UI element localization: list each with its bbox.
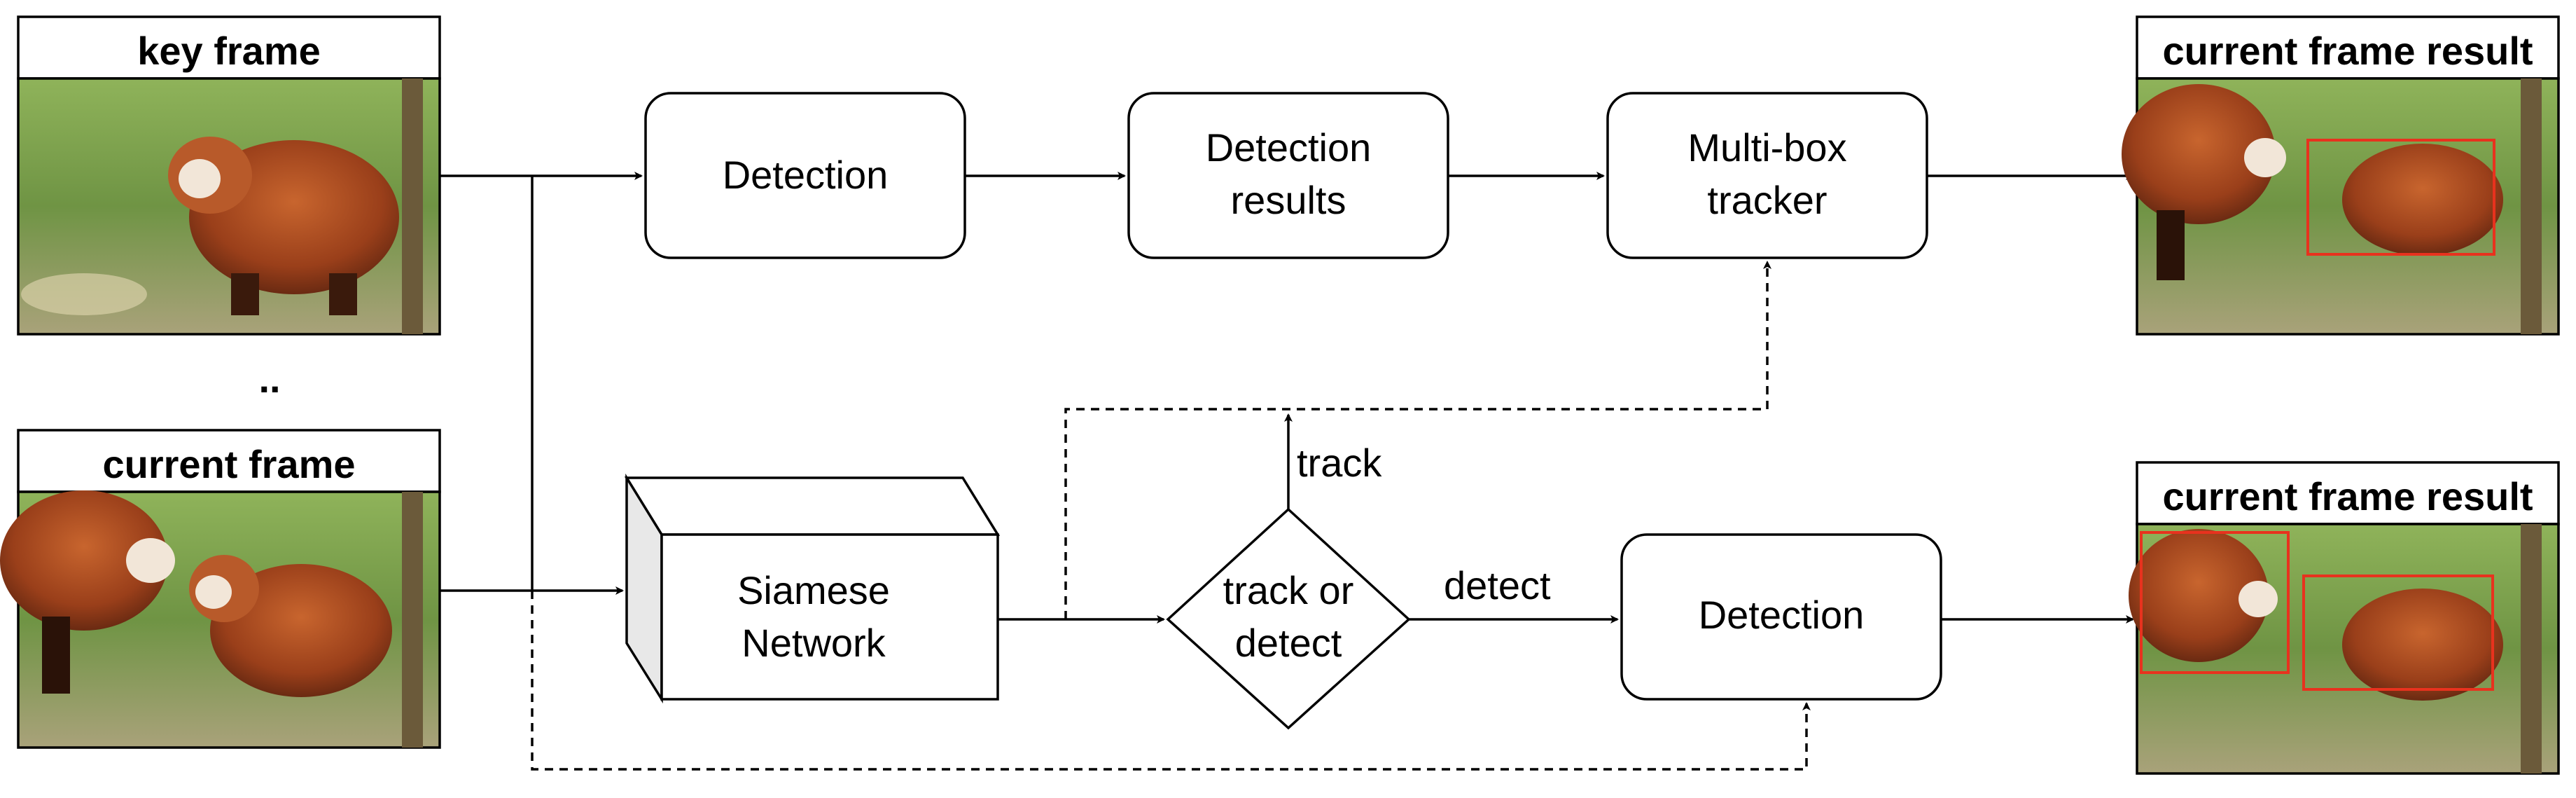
edges bbox=[440, 172, 2134, 771]
current-frame-image bbox=[0, 490, 441, 749]
ellipsis: .. bbox=[258, 357, 280, 401]
bottom-result-title: current frame result bbox=[2162, 474, 2533, 518]
detection-results-label-line1: Detection bbox=[1206, 125, 1372, 170]
multi-box-tracker-label-line2: tracker bbox=[1707, 178, 1827, 222]
detection-results-box bbox=[1127, 92, 1449, 259]
edge-label-detect: detect bbox=[1444, 563, 1551, 607]
bottom-result-image bbox=[2129, 523, 2560, 775]
bounding-box bbox=[2140, 531, 2290, 674]
edge-dashed-to-tracker bbox=[1064, 261, 1771, 619]
detection-top-label: Detection bbox=[723, 153, 889, 197]
decision-label-line2: detect bbox=[1235, 621, 1342, 665]
detection-bottom-label: Detection bbox=[1699, 593, 1865, 637]
key-frame-title: key frame bbox=[137, 29, 321, 73]
siamese-network-box bbox=[624, 473, 1001, 704]
tree-trunk bbox=[402, 78, 423, 334]
bounding-box bbox=[2306, 139, 2495, 256]
key-frame-panel: key frame bbox=[17, 15, 441, 336]
detection-bottom-box bbox=[1620, 533, 1942, 701]
bounding-box bbox=[2302, 575, 2494, 691]
key-frame-image bbox=[17, 77, 441, 336]
current-frame-title-box bbox=[17, 429, 441, 493]
key-frame-title-box bbox=[17, 15, 441, 80]
edge-label-track: track bbox=[1297, 441, 1382, 485]
edge-dashed-to-detection bbox=[531, 591, 1811, 771]
detection-results-label-line2: results bbox=[1231, 178, 1346, 222]
multi-box-tracker-box bbox=[1606, 92, 1928, 259]
current-frame-title: current frame bbox=[102, 442, 355, 486]
decision-label-line1: track or bbox=[1223, 568, 1354, 612]
siamese-network-label-line1: Siamese bbox=[737, 568, 890, 612]
top-result-image bbox=[2122, 77, 2560, 336]
multi-box-tracker-label-line1: Multi-box bbox=[1687, 125, 1846, 170]
siamese-network-label-line2: Network bbox=[742, 621, 886, 665]
track-or-detect-diamond bbox=[1166, 507, 1411, 730]
bottom-result-panel: current frame result bbox=[2129, 461, 2560, 775]
top-result-panel: current frame result bbox=[2122, 15, 2560, 336]
red-panda-left bbox=[0, 490, 168, 631]
current-frame-panel: current frame bbox=[0, 429, 441, 749]
top-result-title: current frame result bbox=[2162, 29, 2533, 73]
bottom-result-title-box bbox=[2136, 461, 2560, 525]
